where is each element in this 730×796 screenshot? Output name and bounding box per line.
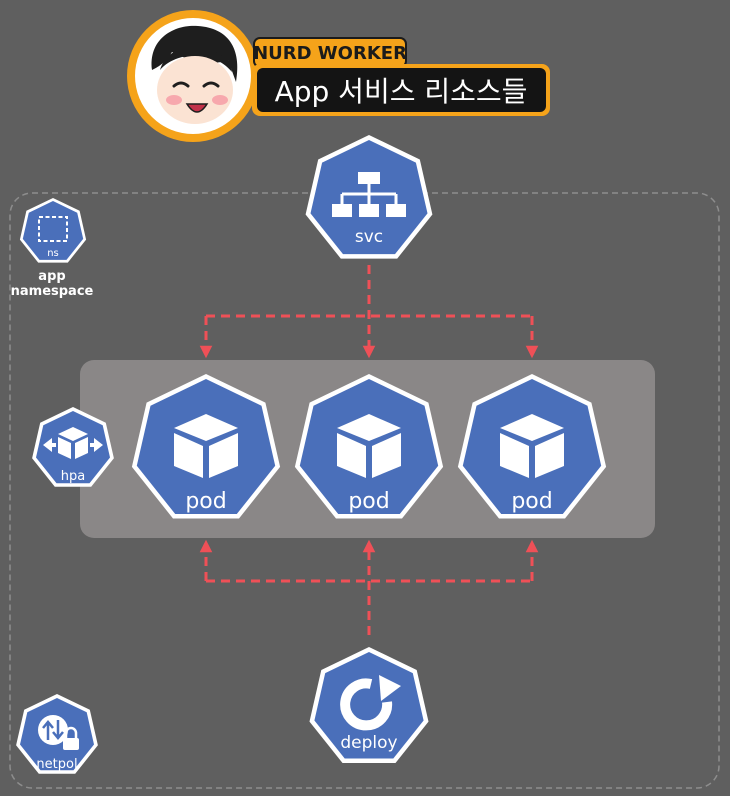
- cube-icon: [337, 414, 401, 478]
- header-avatar: [127, 10, 259, 142]
- svc-node[interactable]: svc: [305, 135, 433, 259]
- deploy-to-pods-connector: [199, 539, 539, 635]
- cube-icon: [174, 414, 238, 478]
- deploy-label: deploy: [340, 733, 397, 753]
- ns-label: ns: [47, 248, 59, 259]
- page-title: App 서비스 리소스들: [275, 75, 528, 108]
- hpa-label: hpa: [61, 469, 85, 484]
- header-brand-tag: NURD WORKER: [253, 37, 407, 68]
- scale-arrows-icon: [43, 427, 103, 459]
- pod-label: pod: [511, 489, 552, 514]
- brand-text: NURD WORKER: [253, 43, 407, 64]
- ns-node[interactable]: ns: [19, 198, 87, 263]
- hpa-node[interactable]: hpa: [32, 407, 114, 487]
- svc-to-pods-connector: [199, 265, 539, 359]
- netpol-node[interactable]: netpol: [16, 694, 98, 774]
- svc-label: svc: [355, 227, 383, 247]
- netpol-label: netpol: [36, 757, 77, 772]
- network-tree-icon: [332, 172, 406, 217]
- pod-label: pod: [348, 489, 389, 514]
- header-title-box: App 서비스 리소스들: [252, 64, 550, 116]
- namespace-caption-line2: namespace: [11, 284, 94, 299]
- network-lock-icon: [38, 715, 79, 750]
- namespace-square-icon: [38, 216, 68, 242]
- namespace-caption-line1: app: [38, 269, 65, 284]
- pod-label: pod: [185, 489, 226, 514]
- rotate-arrow-icon: [340, 675, 401, 731]
- cube-icon: [500, 414, 564, 478]
- deploy-node[interactable]: deploy: [309, 647, 429, 763]
- pod-node[interactable]: pod: [294, 374, 444, 519]
- pod-node[interactable]: pod: [457, 374, 607, 519]
- pod-node[interactable]: pod: [131, 374, 281, 519]
